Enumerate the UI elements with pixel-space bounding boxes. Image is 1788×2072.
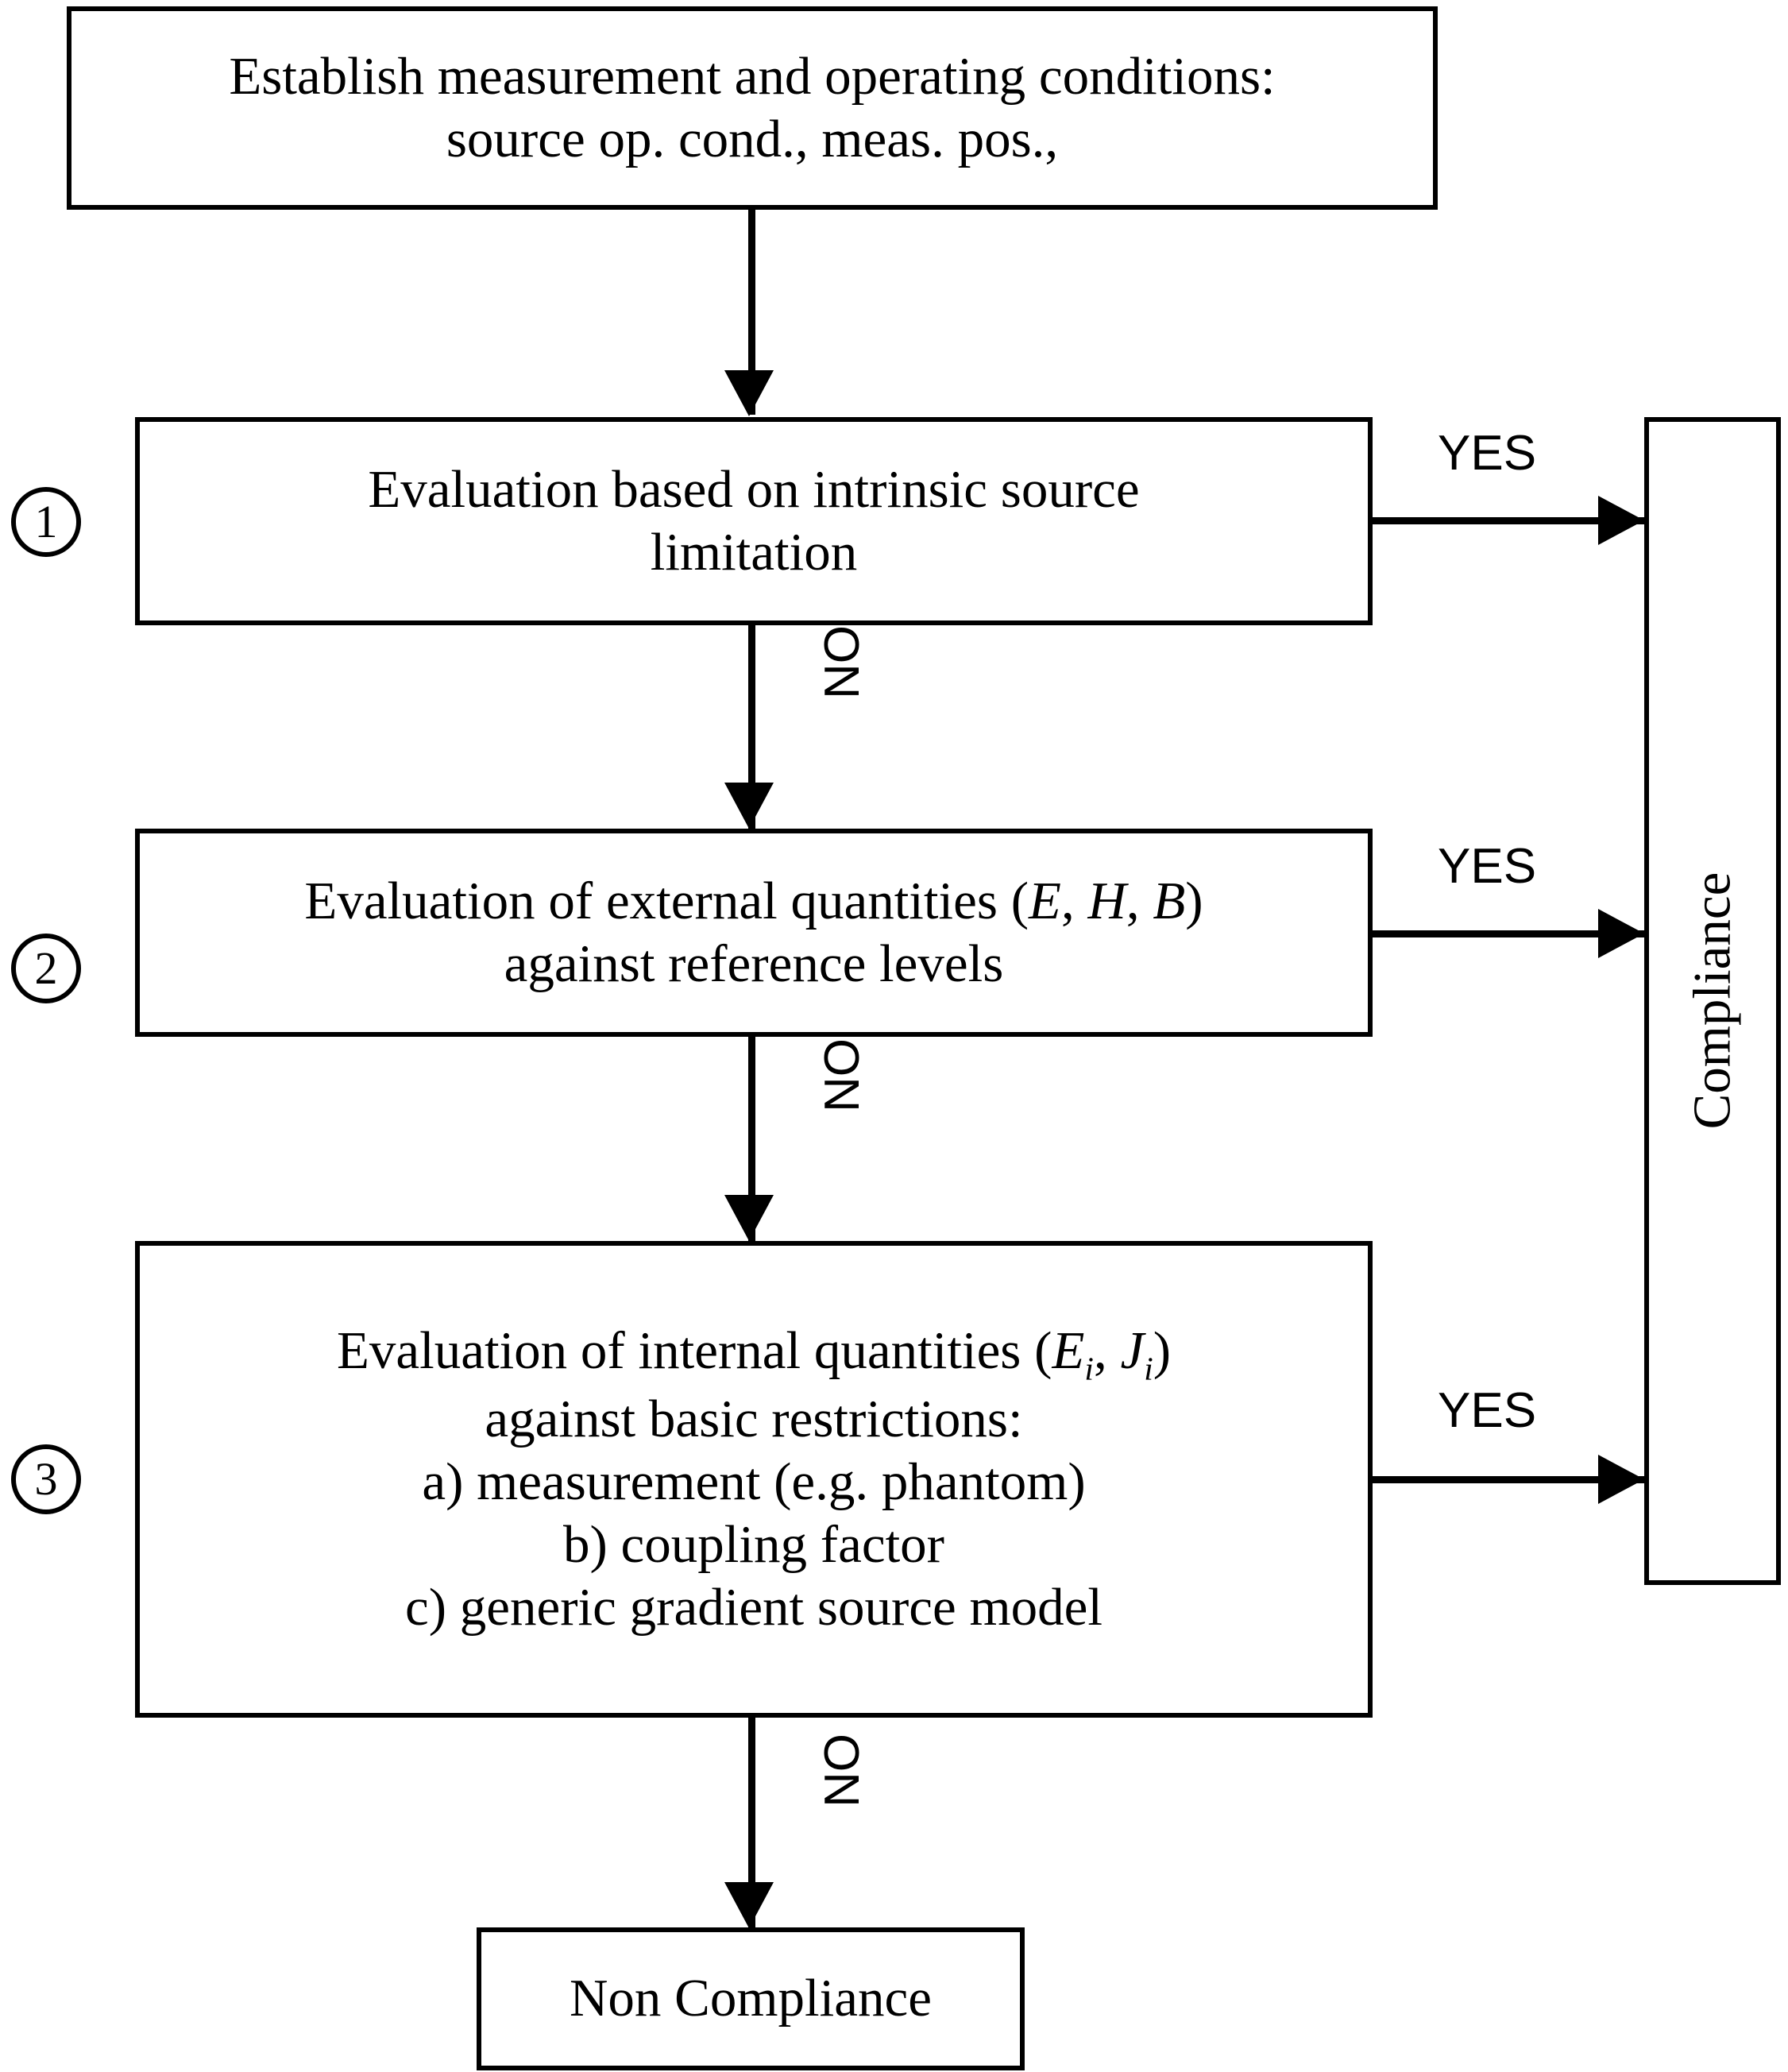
node-establish-conditions-label: Establish measurement and operating cond… <box>229 46 1276 168</box>
edge-label-no-1: NO <box>815 625 870 699</box>
node-step2-sep2: , <box>1126 871 1153 930</box>
connector-step1-to-step2 <box>748 625 755 829</box>
node-non-compliance-label: Non Compliance <box>570 1969 932 2028</box>
arrowhead-step2-yes-icon <box>1598 909 1644 958</box>
node-non-compliance: Non Compliance <box>477 1927 1025 2070</box>
step-marker-2: 2 <box>11 934 81 1003</box>
node-step3-label: Evaluation of internal quantities (Ei, J… <box>140 1320 1368 1640</box>
edge-label-yes-1: YES <box>1438 426 1537 481</box>
edge-label-no-3: NO <box>815 1734 870 1807</box>
step-marker-3: 3 <box>11 1444 81 1514</box>
node-step3-internal-quantities: Evaluation of internal quantities (Ei, J… <box>135 1241 1373 1718</box>
node-step3-line1-prefix: Evaluation of internal quantities ( <box>336 1320 1052 1380</box>
arrowhead-step3-yes-icon <box>1598 1455 1644 1504</box>
node-compliance: Compliance <box>1644 417 1781 1585</box>
node-step1-label: Evaluation based on intrinsic source lim… <box>368 459 1140 582</box>
arrowhead-step2-to-step3-icon <box>724 1195 774 1241</box>
connector-establish-to-step1 <box>748 210 755 415</box>
node-step3-line2: against basic restrictions: <box>485 1390 1023 1449</box>
node-step3-line1-suffix: ) <box>1153 1320 1172 1380</box>
node-step1-intrinsic-source-limitation: Evaluation based on intrinsic source lim… <box>135 417 1373 625</box>
node-step2-symbol-H: H <box>1087 871 1126 930</box>
node-step3-symbol-J-subscript: i <box>1144 1350 1153 1387</box>
step-marker-2-label: 2 <box>34 942 58 994</box>
node-compliance-label: Compliance <box>1682 872 1742 1130</box>
step-marker-1: 1 <box>11 487 81 557</box>
edge-label-yes-2: YES <box>1438 839 1537 894</box>
node-step3-symbol-E: E <box>1052 1320 1085 1380</box>
arrowhead-step3-to-noncompliance-icon <box>724 1882 774 1928</box>
node-establish-conditions: Establish measurement and operating cond… <box>67 6 1438 210</box>
connector-step3-to-noncompliance <box>748 1718 755 1928</box>
connector-step1-yes <box>1373 517 1652 524</box>
node-step3-line3: a) measurement (e.g. phantom) <box>422 1452 1086 1512</box>
node-step2-external-quantities: Evaluation of external quantities (E, H,… <box>135 829 1373 1037</box>
node-step3-symbol-J: J <box>1120 1320 1145 1380</box>
node-step2-line1-suffix: ) <box>1185 871 1203 930</box>
node-step2-symbol-B: B <box>1153 871 1186 930</box>
node-step2-label: Evaluation of external quantities (E, H,… <box>140 870 1368 995</box>
node-step3-sep1: , <box>1093 1320 1121 1380</box>
edge-label-no-2: NO <box>815 1038 870 1112</box>
arrowhead-establish-to-step1-icon <box>724 370 774 416</box>
node-step3-line5: c) generic gradient source model <box>404 1578 1103 1637</box>
step-marker-3-label: 3 <box>34 1453 58 1505</box>
node-step3-line4: b) coupling factor <box>563 1515 944 1575</box>
node-step2-line1-prefix: Evaluation of external quantities ( <box>304 871 1029 930</box>
connector-step3-yes <box>1373 1476 1652 1483</box>
connector-step2-to-step3 <box>748 1037 755 1242</box>
node-step2-symbol-E: E <box>1029 871 1061 930</box>
edge-label-yes-3: YES <box>1438 1383 1537 1438</box>
connector-step2-yes <box>1373 930 1652 937</box>
step-marker-1-label: 1 <box>34 496 58 547</box>
arrowhead-step1-to-step2-icon <box>724 783 774 829</box>
arrowhead-step1-yes-icon <box>1598 496 1644 545</box>
node-step2-line2: against reference levels <box>504 934 1004 993</box>
node-step3-symbol-E-subscript: i <box>1084 1350 1094 1387</box>
node-step2-sep1: , <box>1060 871 1088 930</box>
